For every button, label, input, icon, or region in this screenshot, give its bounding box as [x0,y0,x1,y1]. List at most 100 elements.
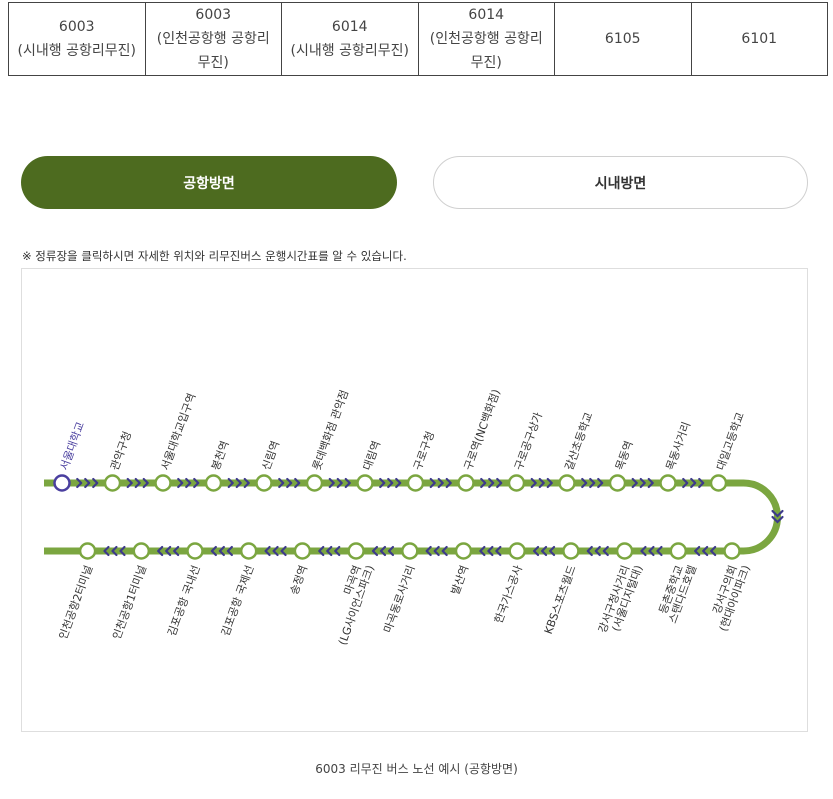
stop-label[interactable]: 봉천역 [208,439,232,472]
route-cell-line: 6014 [468,7,505,23]
direction-arrow-icon [280,545,287,557]
tab-airport-direction[interactable]: 공항방면 [21,156,397,209]
stop-marker[interactable] [103,474,122,492]
stop-label[interactable]: 롯데백화점 관악점 [310,388,351,472]
stop-label[interactable]: 서울대학교 [58,420,88,472]
stop-marker[interactable] [406,474,425,492]
direction-arrow-icon [548,545,556,557]
direction-arrow-icon [173,545,180,557]
stop-label[interactable]: 인천공항2터미널 [56,563,96,641]
stop-label[interactable]: 마곡동로사거리 [381,564,417,635]
stop-label[interactable]: 목동역 [613,439,636,472]
stop-marker[interactable] [132,542,151,560]
direction-arrow-icon [771,509,784,518]
stop-label[interactable]: 김포공항 국내선 [165,564,203,638]
stop-marker[interactable] [562,542,580,560]
route-cell[interactable]: 6003 (시내행 공항리무진) [8,2,146,76]
direction-arrow-icon [142,477,149,489]
direction-arrow-icon [540,545,548,557]
direction-arrow-icon [479,545,486,557]
stop-marker[interactable] [659,474,677,492]
direction-arrow-icon [710,545,717,557]
stop-marker[interactable] [356,474,374,492]
direction-arrow-icon [379,477,386,489]
direction-arrow-icon [119,545,126,557]
stop-label[interactable]: 대일고등학교 [713,410,747,472]
stop-label[interactable]: 구로역(NC백화점) [462,388,503,473]
stop-marker[interactable] [305,474,324,492]
direction-arrow-icon [336,477,343,489]
stop-marker[interactable] [507,474,526,492]
stop-label[interactable]: 송정역 [288,564,311,597]
route-cell-line: 무진) [470,55,502,71]
tab-city-direction[interactable]: 시내방면 [433,156,808,209]
stop-marker[interactable] [401,542,419,560]
direction-arrow-icon [445,477,452,489]
stop-marker[interactable] [457,474,475,492]
stop-label[interactable]: 발산역 [449,564,472,597]
stop-marker[interactable] [347,542,365,560]
direction-arrow-icon [586,545,593,557]
stop-marker[interactable] [608,474,627,492]
direction-arrow-icon [488,477,495,489]
stop-label[interactable]: 신림역 [260,439,283,472]
stop-marker[interactable] [204,474,223,492]
direction-arrow-icon [429,477,436,489]
stop-marker[interactable] [723,542,741,560]
stop-marker[interactable] [454,542,473,560]
route-cell-line: (인천공항행 공항리 [429,31,543,47]
stop-marker[interactable] [239,542,258,560]
stop-label[interactable]: 서울대학교입구역 [159,391,199,472]
stop-marker[interactable] [615,542,634,560]
direction-arrow-icon [134,477,141,489]
stop-click-notice: ※ 정류장을 클릭하시면 자세한 위치와 리무진버스 운행시간표를 알 수 있습… [22,249,407,263]
stop-label[interactable]: 관악구청 [108,430,134,472]
direction-arrow-icon [530,477,537,489]
route-cell[interactable]: 6101 [690,2,828,76]
stop-label[interactable]: 대림역 [361,439,384,472]
stop-marker[interactable] [558,474,576,492]
direction-arrow-icon [165,545,172,557]
direction-arrow-icon [639,477,646,489]
direction-arrow-icon [286,477,293,489]
direction-arrow-icon [647,477,654,489]
direction-arrow-icon [395,477,402,489]
stop-marker[interactable] [669,542,688,560]
direction-arrow-icon [425,545,432,557]
direction-arrow-icon [264,545,271,557]
stop-label[interactable]: 목동사거리 [664,420,694,472]
stop-marker[interactable] [293,542,312,560]
stop-marker[interactable] [186,542,204,560]
stop-marker[interactable] [154,474,172,492]
route-cell-line: (시내행 공항리무진) [17,43,136,59]
direction-arrow-icon [480,477,487,489]
stop-marker[interactable] [53,474,71,492]
stop-marker[interactable] [709,474,728,492]
stop-label[interactable]: 인천공항1터미널 [109,563,149,641]
direction-arrow-icon [218,545,225,557]
direction-arrow-icon [235,477,242,489]
stop-label[interactable]: KBS스포츠월드 [542,564,579,636]
direction-arrow-icon [344,477,351,489]
route-cell[interactable]: 6014(시내행 공항리무진) [281,2,419,76]
direction-arrow-icon [294,477,301,489]
direction-arrow-icon [210,545,217,557]
route-cell-line: 6003 [58,19,95,35]
stop-label[interactable]: 김포공항 국제선 [219,564,257,638]
direction-arrow-icon [594,545,601,557]
direction-arrow-icon [76,477,83,489]
stop-label[interactable]: 갈산초등학교 [562,410,596,472]
stop-label[interactable]: 구로공구상가 [512,411,545,473]
direction-arrow-icon [193,477,200,489]
direction-arrow-icon [546,477,553,489]
route-cell[interactable]: 6105 [554,2,692,76]
stop-marker[interactable] [78,542,97,560]
stop-marker[interactable] [255,474,273,492]
stop-label[interactable]: 구로구청 [411,430,437,472]
stop-label[interactable]: 한국가스공사 [492,564,525,626]
stop-marker[interactable] [508,542,526,560]
direction-arrow-icon [328,477,335,489]
